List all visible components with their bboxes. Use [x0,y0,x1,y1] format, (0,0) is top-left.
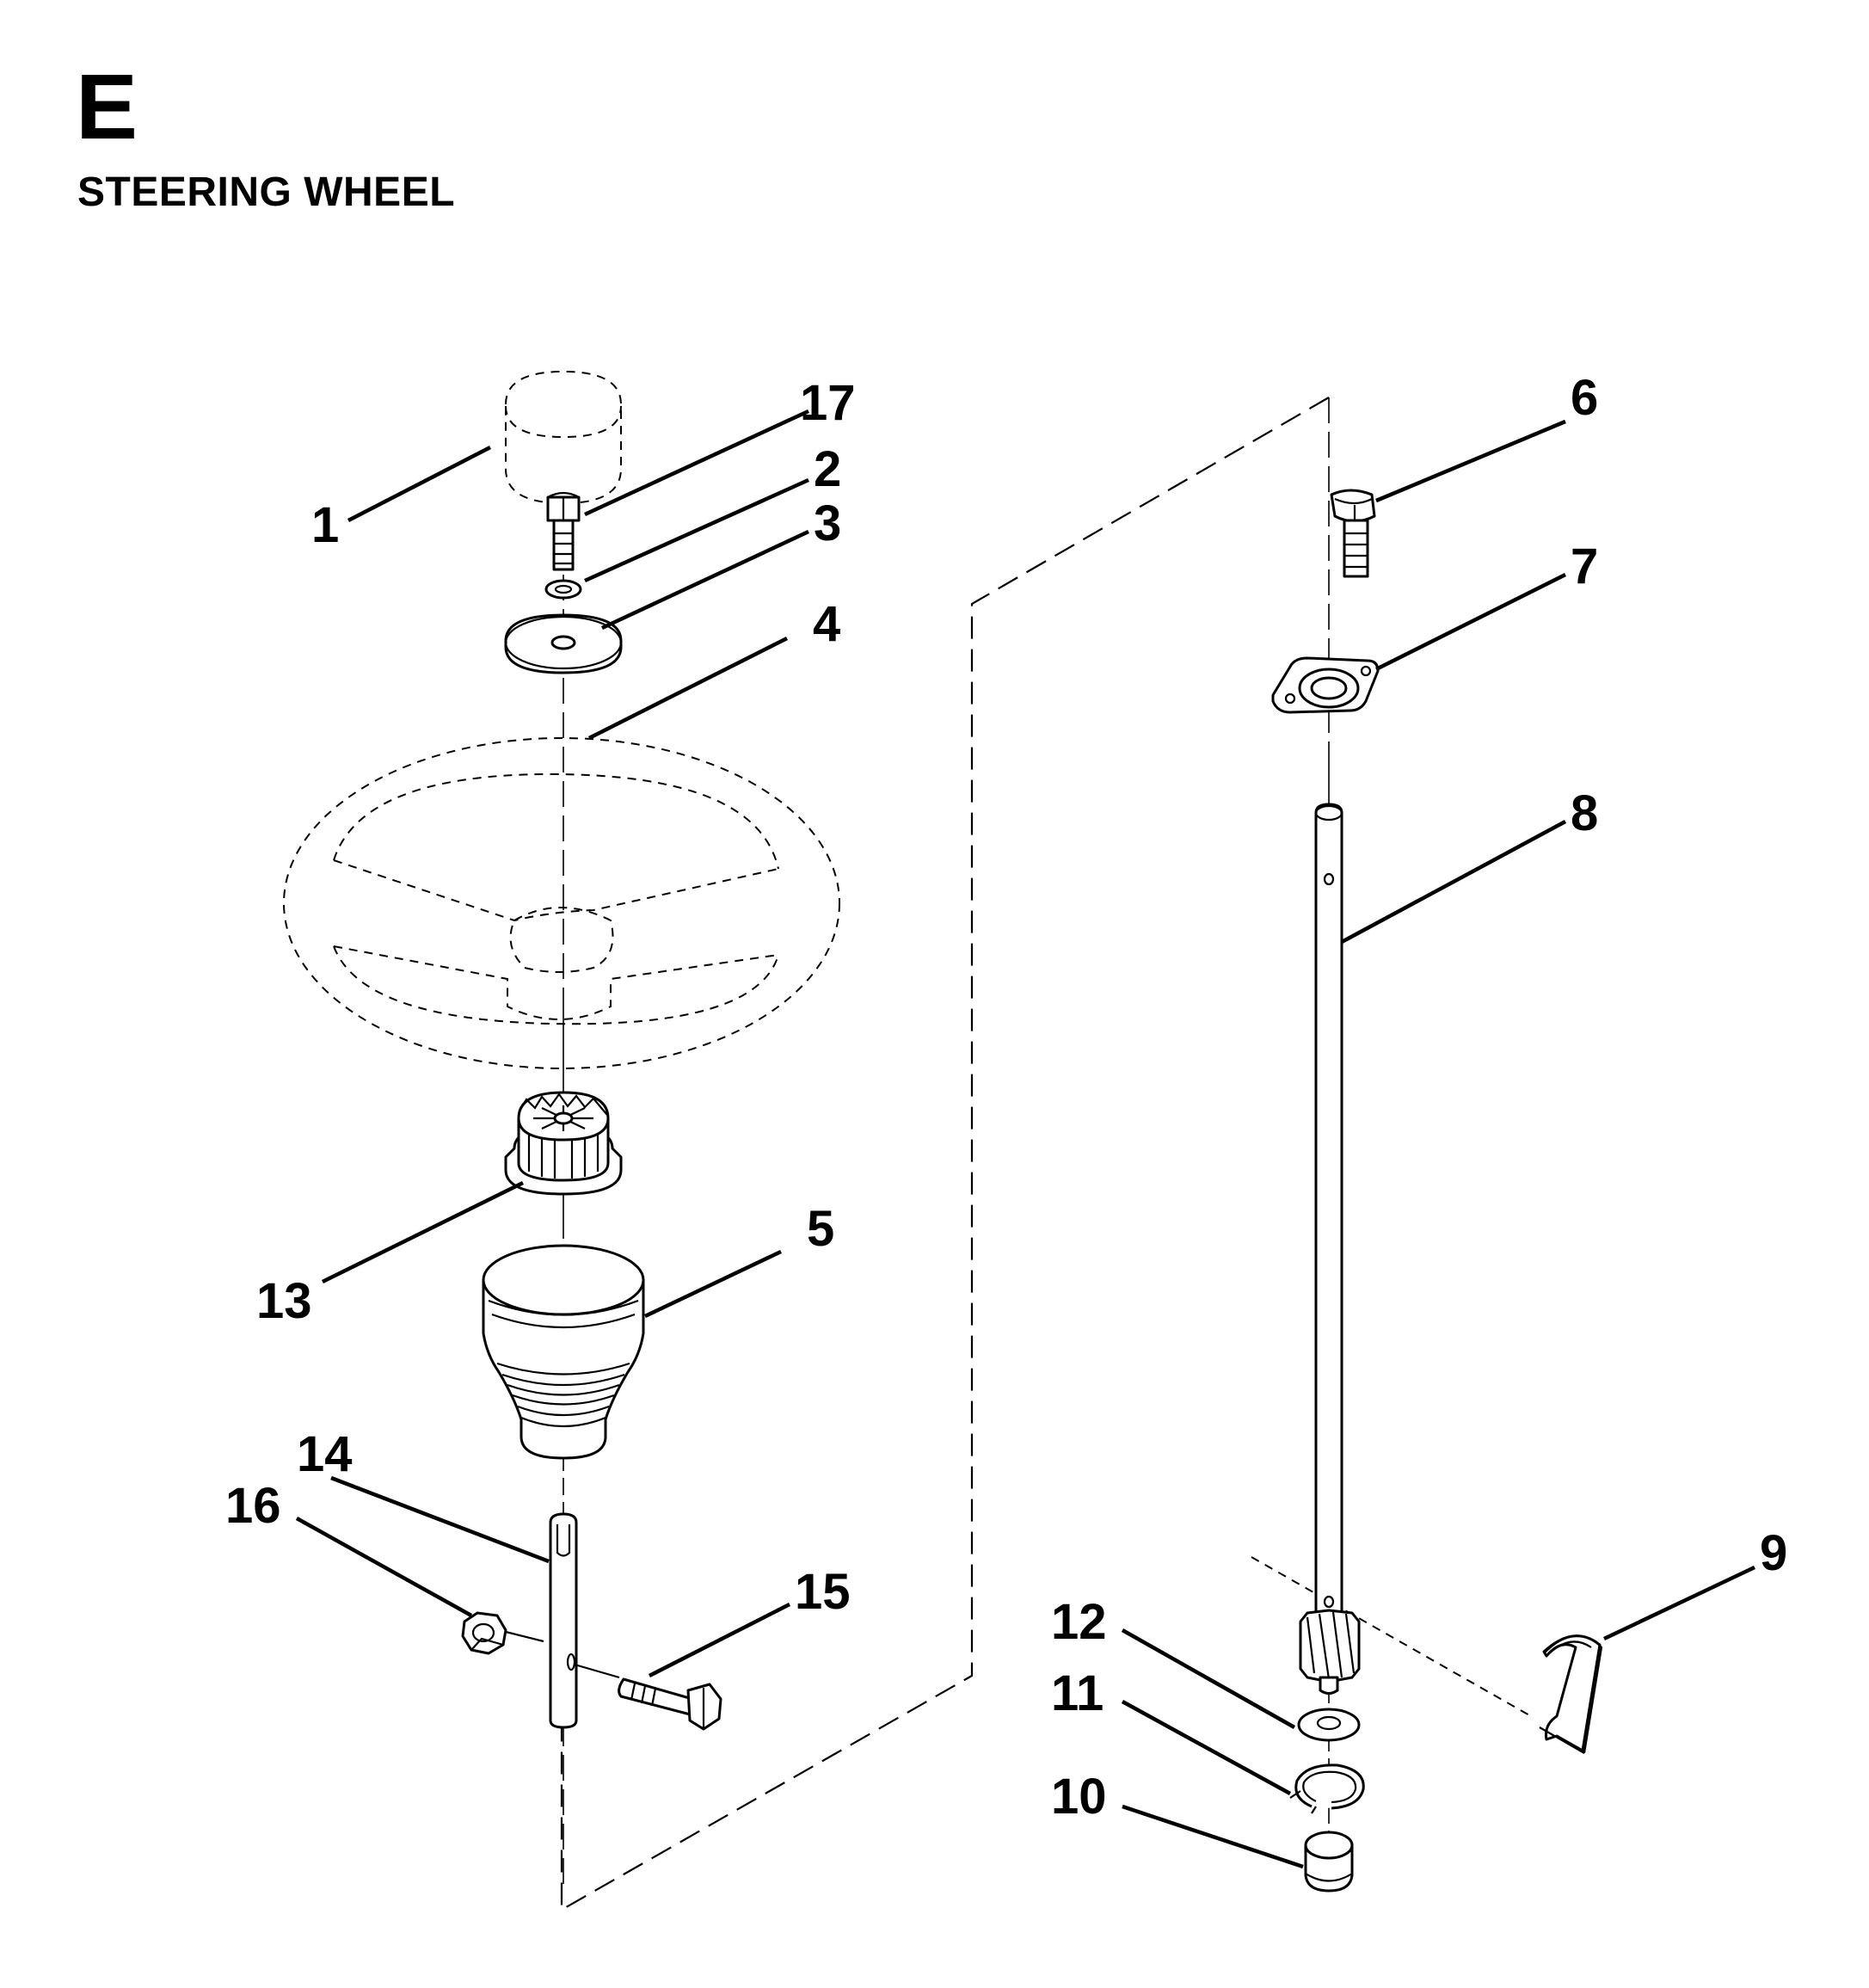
part-13-splined-hub [504,1091,623,1196]
section-letter: E [76,54,138,158]
part-4-steering-wheel [283,737,840,1069]
callout-14: 14 [297,1426,353,1482]
assembly-phantom-frame [560,397,1330,1911]
part-14-lower-shaft [549,1512,578,1729]
leader-lines [295,409,1755,1869]
callout-9: 9 [1760,1525,1787,1581]
callout-10: 10 [1051,1769,1107,1825]
part-10-bushing [1304,1831,1354,1893]
part-1-cap [505,370,622,505]
callout-13: 13 [256,1273,312,1329]
part-9-hairpin-clip [1539,1634,1603,1754]
callout-3: 3 [814,495,841,551]
callout-5: 5 [807,1201,834,1257]
part-7-flange-bearing [1271,656,1380,714]
part-12-washer [1297,1708,1361,1742]
part-11-retaining-ring [1289,1763,1365,1814]
callout-11: 11 [1051,1665,1104,1721]
callout-16: 16 [225,1478,281,1534]
part-3-flat-washer [504,613,623,674]
part-2-lock-washer [544,579,582,600]
callout-8: 8 [1571,785,1598,841]
part-6-hex-bolt [1330,489,1376,578]
assembly-axis-lines [498,397,1532,1893]
section-title: STEERING WHEEL [77,169,456,215]
callout-2: 2 [814,441,841,497]
callout-7: 7 [1571,539,1598,594]
callout-17: 17 [800,375,856,431]
part-5-boot [482,1244,645,1460]
part-15-bolt [618,1677,722,1731]
callout-1: 1 [311,497,339,553]
callout-labels: 1 2 3 4 5 6 7 8 9 10 11 12 13 14 15 16 1… [225,370,1787,1825]
callout-15: 15 [795,1564,851,1620]
callout-4: 4 [813,596,840,652]
part-17-bolt [546,491,581,571]
part-8-steering-shaft [1299,803,1361,1695]
part-16-hex-nut [461,1611,507,1655]
callout-6: 6 [1571,370,1598,426]
callout-12: 12 [1051,1594,1107,1650]
